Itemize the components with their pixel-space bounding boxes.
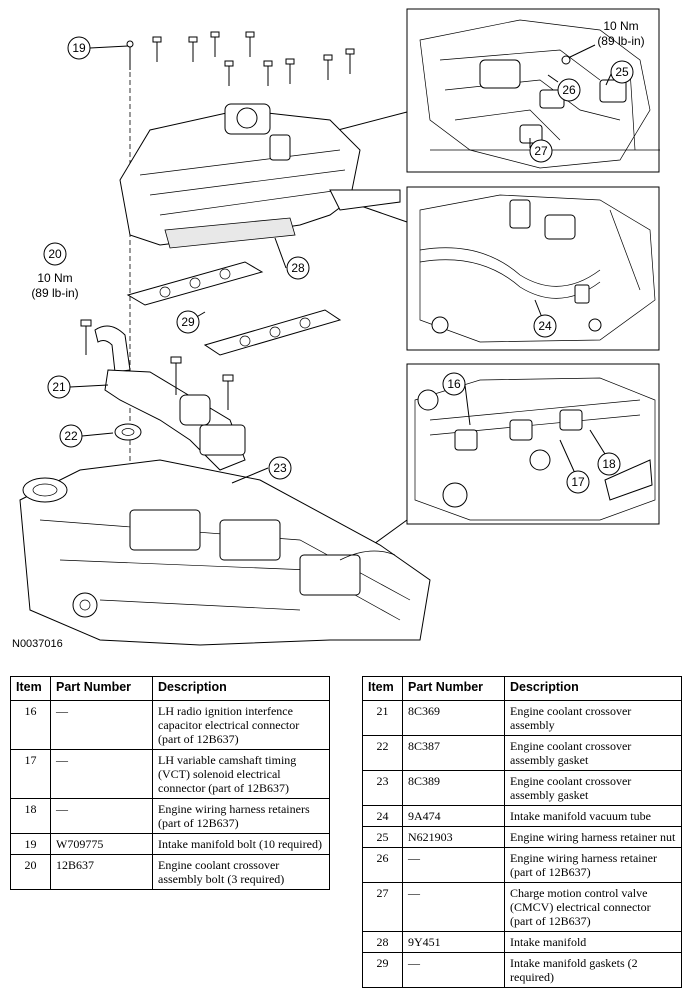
svg-text:16: 16 — [447, 377, 461, 391]
figure-code: N0037016 — [12, 638, 63, 650]
svg-text:19: 19 — [72, 41, 86, 55]
svg-text:21: 21 — [52, 380, 66, 394]
callout-24: 24 — [533, 314, 557, 338]
svg-text:20: 20 — [48, 247, 62, 261]
svg-text:17: 17 — [571, 475, 585, 489]
callout-16: 16 — [442, 372, 466, 396]
callout-26: 26 — [557, 78, 581, 102]
callout-20: 20 — [43, 242, 67, 266]
callout-28: 28 — [286, 256, 310, 280]
coolant-crossover-assembly — [94, 325, 246, 471]
header-item: Item — [10, 676, 51, 701]
svg-text:23: 23 — [273, 461, 287, 475]
svg-text:10 Nm: 10 Nm — [603, 19, 638, 33]
inset-bottom-sketch — [414, 377, 656, 521]
torque-spec-nut-25: 10 Nm (89 lb-in) — [597, 19, 644, 48]
intake-manifold-bolts — [126, 31, 355, 86]
callout-25: 25 — [610, 60, 634, 84]
table-row: 18—Engine wiring harness retainers (part… — [10, 798, 330, 834]
header-item: Item — [362, 676, 403, 701]
engine-block — [19, 459, 431, 646]
intake-manifold — [119, 103, 401, 249]
svg-text:18: 18 — [602, 457, 616, 471]
header-description: Description — [152, 676, 330, 701]
callout-17: 17 — [566, 470, 590, 494]
callout-23: 23 — [268, 456, 292, 480]
callout-27: 27 — [529, 139, 553, 163]
svg-text:(89 lb-in): (89 lb-in) — [31, 286, 78, 300]
table-row: 27—Charge motion control valve (CMCV) el… — [362, 882, 682, 932]
table-row: 26—Engine wiring harness retainer (part … — [362, 847, 682, 883]
exploded-view-diagram: 19 20 21 22 23 28 29 25 26 27 24 16 17 1… — [19, 8, 660, 646]
svg-text:29: 29 — [181, 315, 195, 329]
svg-text:28: 28 — [291, 261, 305, 275]
callout-18: 18 — [597, 452, 621, 476]
table-row: 29—Intake manifold gaskets (2 required) — [362, 952, 682, 988]
table-row: 17—LH variable camshaft timing (VCT) sol… — [10, 749, 330, 799]
svg-text:24: 24 — [538, 319, 552, 333]
detail-inset-middle — [406, 186, 660, 351]
svg-text:25: 25 — [615, 65, 629, 79]
svg-text:10 Nm: 10 Nm — [37, 271, 72, 285]
svg-text:26: 26 — [562, 83, 576, 97]
torque-spec-bolt-20: 10 Nm (89 lb-in) — [31, 271, 78, 300]
table-header-row: Item Part Number Description — [10, 676, 330, 701]
table-row: 16—LH radio ignition interfence capacito… — [10, 700, 330, 750]
inset-middle-sketch — [419, 194, 656, 343]
callout-19: 19 — [67, 36, 91, 60]
callout-29: 29 — [176, 310, 200, 334]
inset-top-sketch — [419, 19, 660, 169]
callout-21: 21 — [47, 375, 71, 399]
svg-text:22: 22 — [64, 429, 78, 443]
header-part-number: Part Number — [402, 676, 505, 701]
crossover-gasket-22 — [114, 423, 142, 441]
table-header-row: Item Part Number Description — [362, 676, 682, 701]
callout-22: 22 — [59, 424, 83, 448]
intake-manifold-gaskets — [126, 261, 342, 356]
parts-table-left: Item Part Number Description 16—LH radio… — [10, 676, 330, 890]
svg-text:27: 27 — [534, 144, 548, 158]
svg-text:(89 lb-in): (89 lb-in) — [597, 34, 644, 48]
header-description: Description — [504, 676, 682, 701]
header-part-number: Part Number — [50, 676, 153, 701]
